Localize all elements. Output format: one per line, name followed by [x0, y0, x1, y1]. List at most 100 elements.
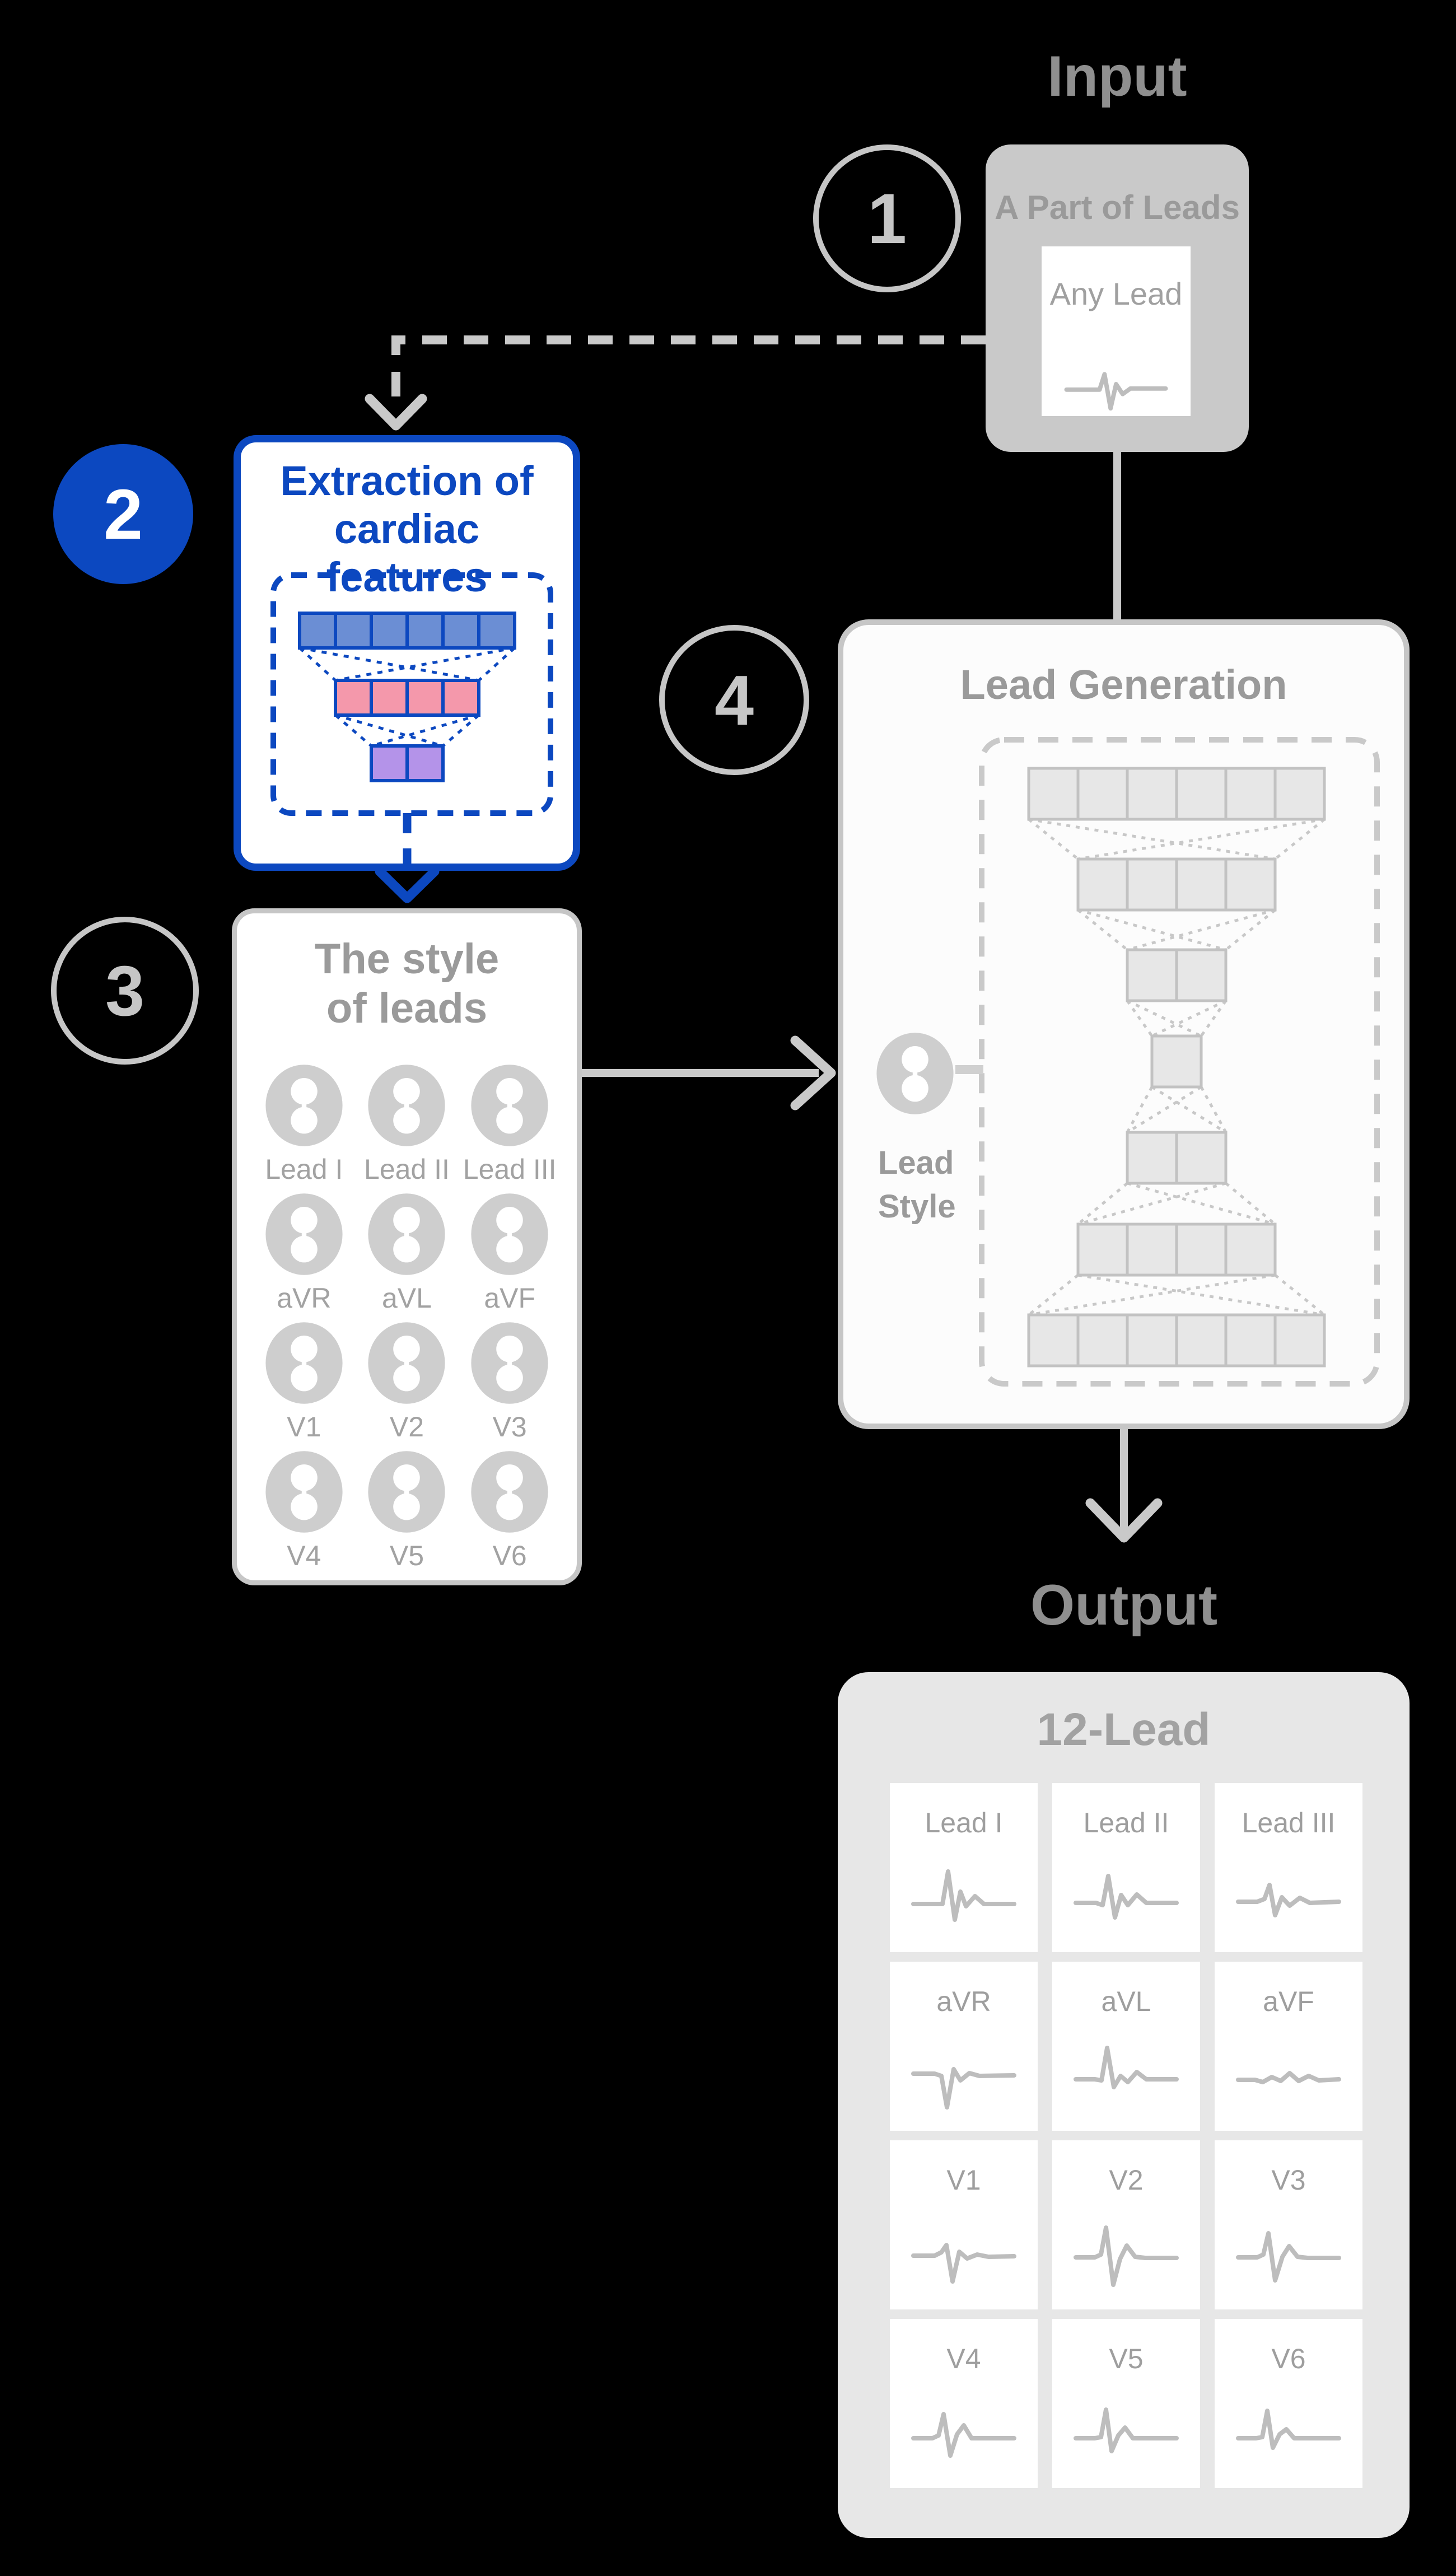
network-cell [405, 679, 445, 717]
ecg-waveform [1074, 2407, 1179, 2453]
lead-electrode-icon [471, 1451, 548, 1533]
output-lead-label: V5 [1109, 2343, 1144, 2374]
network-cell [334, 679, 373, 717]
network-cell [1076, 1313, 1129, 1368]
network-cell [370, 612, 409, 650]
output-lead-card: Lead II [1052, 1783, 1200, 1952]
input-leads-panel: A Part of Leads Any Lead [986, 144, 1249, 452]
lead-style-item: V3 [458, 1322, 561, 1443]
network-cell [477, 612, 516, 650]
step-badge-4: 4 [659, 625, 809, 775]
network-cell [370, 679, 409, 717]
network-cell [1175, 948, 1228, 1002]
lead-style-item: Lead II [356, 1065, 459, 1186]
extraction-panel: Extraction of cardiac features [234, 435, 580, 871]
network-cell [1224, 767, 1277, 821]
extraction-panel-title: Extraction of cardiac features [280, 458, 534, 600]
network-cell [1076, 857, 1129, 912]
network-cell [1126, 948, 1178, 1002]
lead-electrode-icon [368, 1451, 446, 1533]
output-12lead-panel: 12-Lead Lead I Lead II Lead III aVR aVL … [838, 1672, 1410, 2538]
output-lead-label: Lead II [1083, 1807, 1169, 1838]
network-cell [1224, 1313, 1277, 1368]
lead-style-panel: The style of leads Lead I Lead II Lead I… [232, 908, 582, 1585]
network-cell [1175, 857, 1228, 912]
network-cell [1224, 1222, 1277, 1277]
lead-style-item-label: V3 [492, 1411, 527, 1443]
autoencoder-network-diagram [955, 737, 1380, 1387]
network-cell [1175, 767, 1228, 821]
lead-style-item: Lead I [253, 1065, 356, 1186]
network-cell [1126, 1222, 1178, 1277]
ecg-waveform [1074, 1874, 1179, 1920]
output-lead-card: Lead III [1215, 1783, 1362, 1952]
output-lead-card: V4 [890, 2319, 1038, 2488]
lead-electrode-icon [265, 1065, 343, 1147]
network-cell [405, 612, 445, 650]
network-cell [1126, 1131, 1178, 1185]
output-lead-grid: Lead I Lead II Lead III aVR aVL aVF [838, 1783, 1410, 2488]
network-cell [1273, 1313, 1326, 1368]
output-lead-card: Lead I [890, 1783, 1038, 1952]
ecg-waveform [1236, 1883, 1341, 1917]
network-cell [1076, 767, 1129, 821]
ecg-waveform [1074, 2046, 1179, 2089]
lead-generation-title: Lead Generation [960, 661, 1287, 708]
network-cell [1027, 767, 1080, 821]
output-lead-label: V1 [946, 2164, 981, 2196]
network-cell [334, 612, 373, 650]
input-panel-title: A Part of Leads [995, 189, 1240, 226]
network-cell [1027, 1313, 1080, 1368]
extraction-to-style-arrowhead [375, 866, 440, 903]
lead-electrode-icon [265, 1322, 343, 1404]
lead-electrode-icon [368, 1322, 446, 1404]
lead-style-item-label: Lead I [265, 1154, 343, 1186]
ecg-waveform [1236, 2071, 1341, 2084]
lead-electrode-icon [471, 1193, 548, 1276]
encoder-dashed-frame [270, 572, 553, 816]
output-lead-label: V4 [946, 2343, 981, 2374]
output-lead-label: aVR [936, 1986, 991, 2017]
ecg-waveform [911, 2243, 1016, 2284]
ecg-waveform [1074, 2225, 1179, 2287]
lead-electrode-icon [471, 1322, 548, 1404]
network-cell [1126, 1313, 1178, 1368]
network-cell [1273, 767, 1326, 821]
any-lead-waveform [1064, 372, 1168, 411]
lead-style-item-label: V4 [287, 1540, 321, 1572]
output-lead-label: V2 [1109, 2164, 1144, 2196]
step-badge-2: 2 [53, 444, 193, 584]
any-lead-card: Any Lead [1042, 246, 1191, 416]
output-lead-label: Lead III [1242, 1807, 1336, 1838]
lead-style-item-label: aVL [382, 1282, 432, 1314]
ecg-waveform [1236, 2231, 1341, 2283]
lead-style-item-label: V2 [389, 1411, 424, 1443]
lead-generation-panel: Lead Generation Lead Style [838, 619, 1410, 1429]
ecg-waveform [1236, 2409, 1341, 2450]
input-section-title: Input [1047, 44, 1187, 108]
lead-style-panel-title: The style of leads [314, 935, 500, 1033]
output-lead-card: V1 [890, 2140, 1038, 2309]
encoder-network-diagram [270, 572, 553, 816]
lead-electrode-icon [368, 1193, 446, 1276]
input-to-extraction-arrowhead [365, 394, 427, 431]
output-lead-card: aVL [1052, 1962, 1200, 2131]
lead-style-item-label: aVR [277, 1282, 332, 1314]
generation-to-output-arrowhead [1085, 1498, 1163, 1543]
ecg-waveform [911, 1869, 1016, 1922]
output-section-title: Output [1030, 1573, 1218, 1637]
lead-style-item: aVR [253, 1193, 356, 1314]
output-lead-label: V3 [1271, 2164, 1306, 2196]
autoencoder-dashed-frame [979, 737, 1380, 1387]
network-cell [405, 744, 445, 782]
network-cell [1175, 1131, 1228, 1185]
lead-style-item: V5 [356, 1451, 459, 1572]
lead-electrode-icon [876, 1033, 954, 1114]
style-to-generation-arrowhead [790, 1035, 836, 1110]
lead-style-item: aVF [458, 1193, 561, 1314]
output-lead-card: V6 [1215, 2319, 1362, 2488]
lead-style-item-label: V6 [492, 1540, 527, 1572]
input-to-extraction-dashed-line [391, 335, 986, 413]
output-lead-card: aVR [890, 1962, 1038, 2131]
lead-style-item: V2 [356, 1322, 459, 1443]
